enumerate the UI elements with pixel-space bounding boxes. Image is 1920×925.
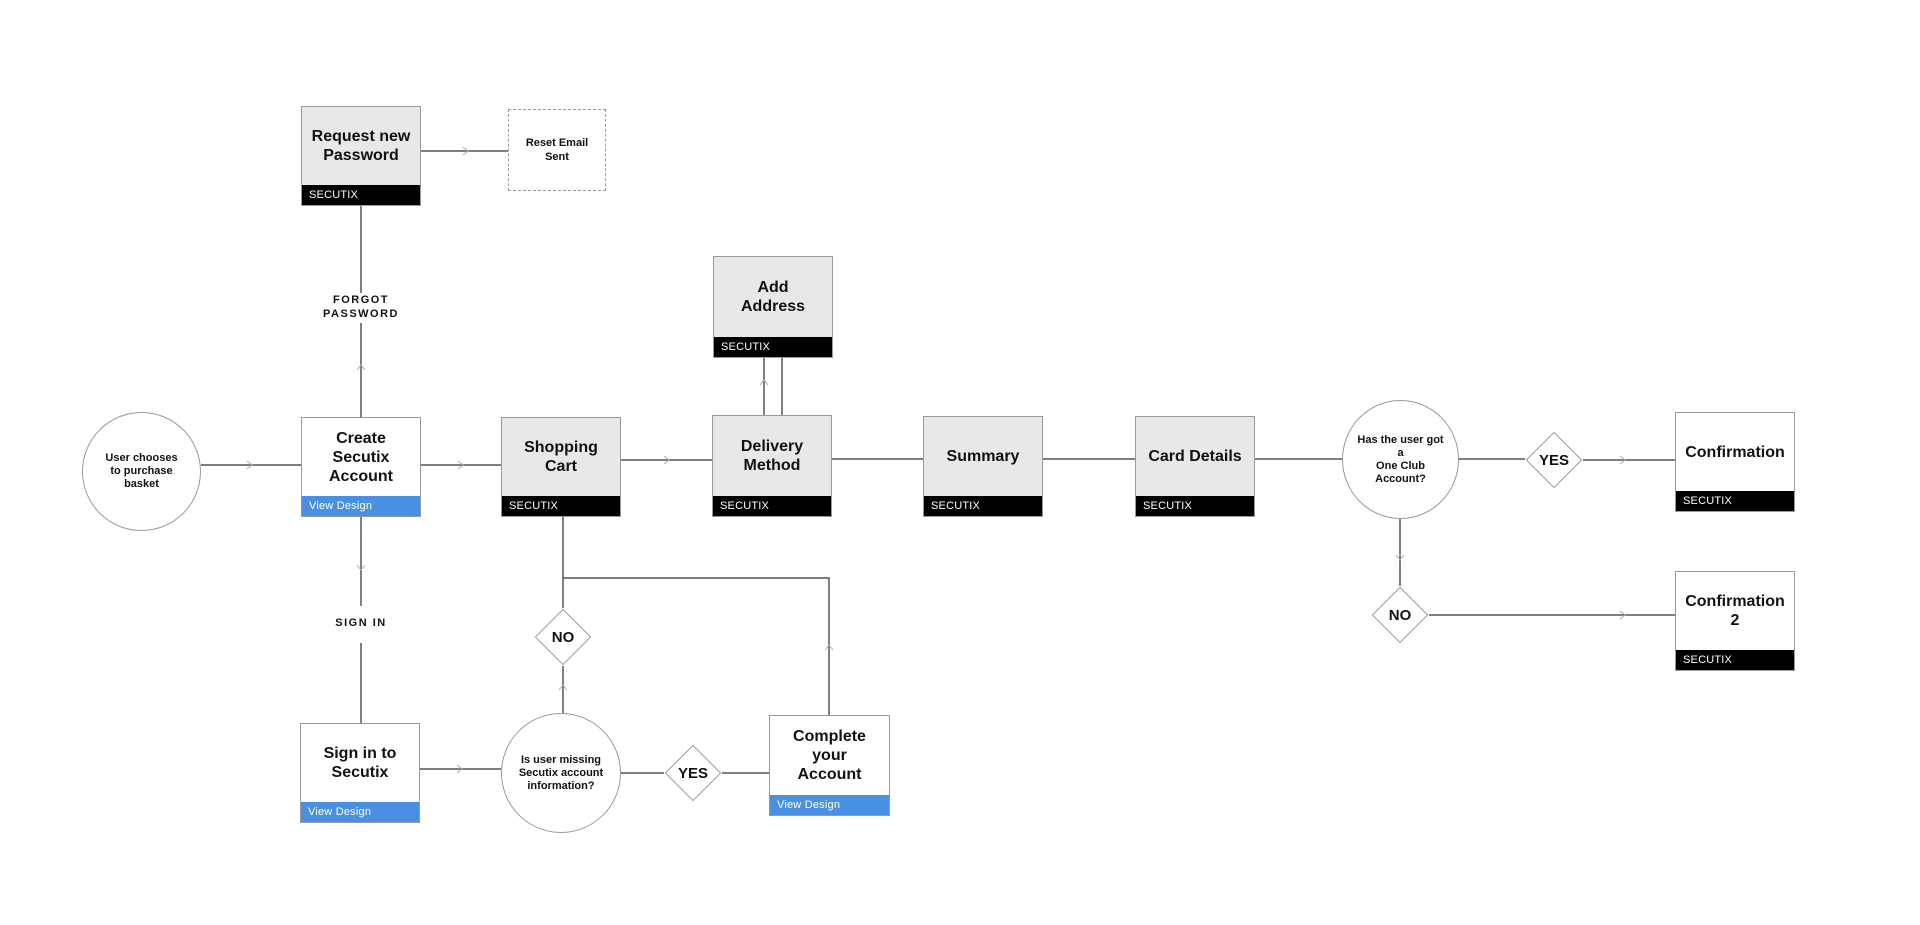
shopping-cart-node[interactable]: Shopping Cart SECUTIX bbox=[501, 417, 621, 517]
secutix-tag: SECUTIX bbox=[1676, 650, 1794, 670]
summary-node[interactable]: Summary SECUTIX bbox=[923, 416, 1043, 517]
node-title: Has the user got a One Club Account? bbox=[1357, 433, 1444, 485]
arrow-mark bbox=[246, 460, 253, 470]
create-account-node[interactable]: Create Secutix Account View Design bbox=[301, 417, 421, 517]
card-details-node[interactable]: Card Details SECUTIX bbox=[1135, 416, 1255, 517]
secutix-tag: SECUTIX bbox=[302, 185, 420, 205]
yes-one-club-decision[interactable]: YES bbox=[1525, 431, 1583, 489]
arrow-mark bbox=[1395, 554, 1405, 561]
node-title: Summary bbox=[946, 448, 1020, 465]
view-design-link[interactable]: View Design bbox=[302, 496, 420, 516]
secutix-tag: SECUTIX bbox=[714, 337, 832, 357]
secutix-tag: SECUTIX bbox=[924, 496, 1042, 516]
node-title: Add Address bbox=[740, 279, 806, 315]
node-title: Shopping Cart bbox=[524, 439, 598, 475]
arrow-mark bbox=[457, 460, 464, 470]
decision-label: NO bbox=[551, 628, 575, 646]
confirmation-2-node[interactable]: Confirmation 2 SECUTIX bbox=[1675, 571, 1795, 671]
decision-label: YES bbox=[677, 764, 708, 782]
missing-info-question-node[interactable]: Is user missing Secutix account informat… bbox=[501, 713, 621, 833]
arrow-mark bbox=[356, 564, 366, 571]
node-title: Is user missing Secutix account informat… bbox=[518, 753, 604, 792]
arrow-mark bbox=[759, 379, 769, 386]
node-title: Create Secutix Account bbox=[329, 429, 393, 485]
view-design-link[interactable]: View Design bbox=[301, 802, 419, 822]
arrow-mark bbox=[462, 146, 469, 156]
no-one-club-decision[interactable]: NO bbox=[1371, 586, 1429, 644]
sign-in-label: SIGN IN bbox=[321, 616, 401, 630]
one-club-question-node[interactable]: Has the user got a One Club Account? bbox=[1342, 400, 1459, 519]
yes-missing-info-decision[interactable]: YES bbox=[664, 744, 722, 802]
node-title: Delivery Method bbox=[740, 438, 804, 474]
arrow-mark bbox=[824, 644, 834, 651]
add-address-node[interactable]: Add Address SECUTIX bbox=[713, 256, 833, 358]
complete-account-node[interactable]: Complete your Account View Design bbox=[769, 715, 890, 816]
reset-email-sent-node[interactable]: Reset Email Sent bbox=[508, 109, 606, 191]
request-password-node[interactable]: Request new Password SECUTIX bbox=[301, 106, 421, 206]
node-title: Reset Email Sent bbox=[525, 137, 589, 163]
node-title: Confirmation bbox=[1685, 443, 1785, 461]
arrow-mark bbox=[663, 455, 670, 465]
decision-label: YES bbox=[1538, 451, 1569, 469]
node-title: Sign in to Secutix bbox=[323, 745, 397, 781]
decision-label: NO bbox=[1388, 606, 1412, 624]
node-title: Card Details bbox=[1148, 448, 1242, 465]
secutix-tag: SECUTIX bbox=[502, 496, 620, 516]
arrow-mark bbox=[356, 364, 366, 371]
node-title: Confirmation 2 bbox=[1685, 593, 1785, 629]
arrow-mark bbox=[456, 764, 463, 774]
no-missing-info-decision[interactable]: NO bbox=[534, 608, 592, 666]
confirmation-node[interactable]: Confirmation SECUTIX bbox=[1675, 412, 1795, 512]
arrow-mark bbox=[558, 684, 568, 691]
secutix-tag: SECUTIX bbox=[713, 496, 831, 516]
view-design-link[interactable]: View Design bbox=[770, 795, 889, 815]
user-chooses-start-node[interactable]: User chooses to purchase basket bbox=[82, 412, 201, 531]
arrow-mark bbox=[1619, 455, 1626, 465]
secutix-tag: SECUTIX bbox=[1676, 491, 1794, 511]
secutix-tag: SECUTIX bbox=[1136, 496, 1254, 516]
forgot-password-label: FORGOT PASSWORD bbox=[318, 293, 404, 321]
delivery-method-node[interactable]: Delivery Method SECUTIX bbox=[712, 415, 832, 517]
node-title: User chooses to purchase basket bbox=[105, 452, 178, 490]
arrow-mark bbox=[1619, 610, 1626, 620]
node-title: Request new Password bbox=[311, 128, 411, 164]
connector-line bbox=[563, 577, 830, 715]
node-title: Complete your Account bbox=[793, 728, 866, 783]
sign-in-secutix-node[interactable]: Sign in to Secutix View Design bbox=[300, 723, 420, 823]
